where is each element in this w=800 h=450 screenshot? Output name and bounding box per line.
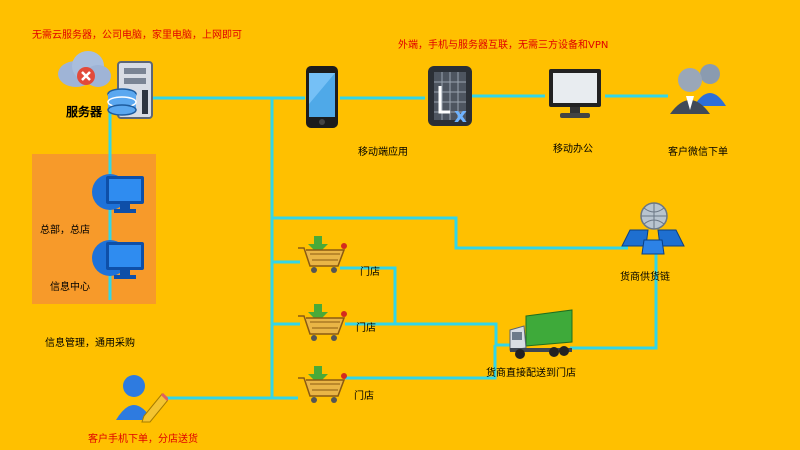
desktop-pc-icon [92,174,144,213]
info-mgmt-label: 信息管理，通用采购 [45,338,135,349]
shopping-cart-icon [298,366,347,403]
mobile-app-label: 移动端应用 [358,147,408,158]
supply-branch-line [272,216,628,250]
delivery-truck-icon [509,309,573,359]
store1-label: 门店 [360,267,380,278]
smartphone-icon [306,66,338,128]
customer-edit-icon [116,375,168,423]
truck-store3-line [345,345,497,380]
mobile-office-label: 移动办公 [553,144,593,155]
store3-label: 门店 [354,391,374,402]
wechat-order-label: 客户微信下单 [668,147,728,158]
server-note: 无需云服务器，公司电脑，家里电脑，上网即可 [32,30,242,41]
info-center-label: 信息中心 [50,282,90,293]
remote-note: 外端，手机与服务器互联，无需三方设备和VPN [398,40,609,51]
direct-delivery-label: 货商直接配送到门店 [486,368,576,379]
desktop-pc-icon [92,240,144,279]
store2-label: 门店 [356,323,376,334]
delivery-line [395,322,512,347]
supply-to-truck-line [570,250,658,350]
svg-text:x: x [454,103,467,127]
shopping-cart-icon [298,304,347,341]
supply-chain-label: 货商供货链 [620,272,670,283]
customers-icon [670,64,726,114]
server-label: 服务器 [66,105,103,119]
monitor-icon [549,69,601,118]
shopping-cart-icon [298,236,347,273]
network-globe-icon [621,202,685,255]
hq-label: 总部，总店 [40,225,90,236]
store-loop-line [340,266,397,326]
main-bus-line [150,94,668,100]
cloud-offline-icon [58,51,111,87]
server-database-icon [107,61,153,119]
spreadsheet-app-icon: x [428,66,472,127]
phone-order-label: 客户手机下单，分店送货 [88,434,198,445]
